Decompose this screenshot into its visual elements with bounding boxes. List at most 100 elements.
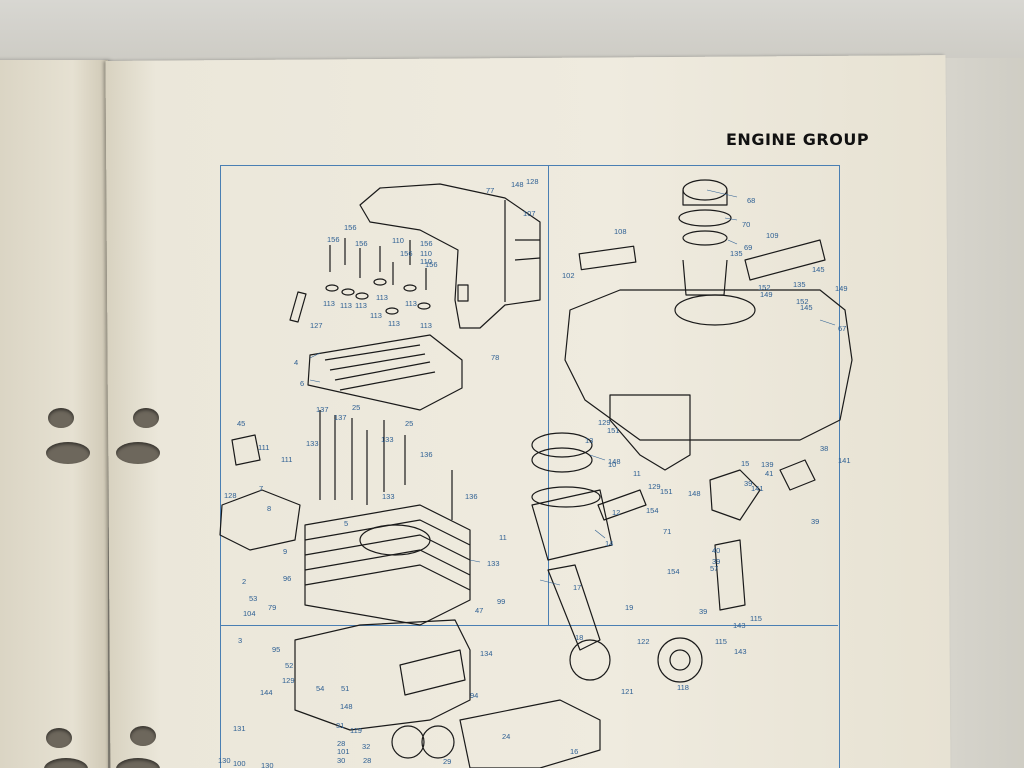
- part-callout-number: 113: [370, 311, 382, 320]
- fuel-tank: [564, 289, 853, 441]
- part-callout-number: 113: [376, 293, 388, 302]
- part-callout-number: 152: [796, 297, 809, 306]
- part-callout-number: 28: [337, 739, 346, 748]
- diagram-frame: [220, 165, 840, 768]
- part-callout-number: 136: [420, 450, 433, 459]
- honda-emblem: [744, 239, 826, 281]
- part-callout-number: 151: [607, 426, 620, 435]
- shroud-cover: [359, 183, 541, 329]
- part-callout-number: 41: [765, 469, 774, 478]
- part-callout-number: 18: [575, 633, 584, 642]
- spark-plug: [289, 291, 307, 323]
- part-callout-number: 113: [340, 301, 352, 310]
- part-callout-number: 15: [741, 459, 750, 468]
- part-callout-number: 47: [475, 606, 484, 615]
- part-callout-number: 156: [327, 235, 340, 244]
- background-surface-right: [940, 58, 1024, 768]
- part-callout-number: 128: [526, 177, 539, 186]
- part-callout-number: 154: [646, 506, 659, 515]
- washers: [325, 278, 431, 315]
- part-callout-number: 11: [633, 469, 641, 478]
- binder-hole: [133, 408, 159, 428]
- part-callout-number: 131: [233, 724, 246, 733]
- part-callout-number: 78: [491, 353, 500, 362]
- part-callout-number: 130: [261, 761, 274, 768]
- bearing: [657, 637, 703, 683]
- part-callout-number: 100: [233, 759, 246, 768]
- bolts-row: [329, 238, 427, 290]
- part-callout-number: 96: [283, 574, 292, 583]
- part-callout-number: 7: [259, 484, 264, 493]
- part-callout-number: 143: [734, 647, 747, 656]
- part-callout-number: 32: [362, 742, 371, 751]
- part-callout-number: 3: [238, 636, 243, 645]
- part-callout-number: 29: [443, 757, 452, 766]
- binder-hole: [116, 758, 160, 768]
- part-callout-number: 148: [340, 702, 353, 711]
- binder-hole: [46, 728, 72, 748]
- part-callout-number: 149: [760, 290, 773, 299]
- part-callout-number: 10: [608, 460, 617, 469]
- part-callout-number: 54: [316, 684, 325, 693]
- part-callout-number: 156: [355, 239, 368, 248]
- part-callout-number: 30: [337, 756, 346, 765]
- part-callout-number: 31: [336, 721, 345, 730]
- part-callout-number: 113: [355, 301, 367, 310]
- part-callout-number: 151: [660, 487, 673, 496]
- part-callout-number: 39: [712, 557, 721, 566]
- binder-hole: [116, 442, 160, 464]
- part-callout-number: 102: [562, 271, 575, 280]
- part-callout-number: 115: [750, 614, 762, 623]
- part-callout-number: 143: [733, 621, 746, 630]
- part-callout-number: 13: [585, 436, 594, 445]
- part-callout-number: 40: [712, 546, 721, 555]
- part-callout-number: 99: [497, 597, 506, 606]
- part-callout-number: 128: [224, 491, 237, 500]
- part-callout-number: 69: [744, 243, 753, 252]
- part-callout-number: 134: [480, 649, 493, 658]
- part-callout-number: 39: [744, 479, 753, 488]
- part-callout-number: 79: [268, 603, 277, 612]
- binder-hole: [48, 408, 74, 428]
- part-callout-number: 39: [699, 607, 708, 616]
- part-callout-number: 137: [316, 405, 329, 414]
- part-callout-number: 104: [243, 609, 256, 618]
- carburetor: [219, 489, 301, 551]
- part-callout-number: 113: [405, 299, 417, 308]
- part-callout-number: 129: [598, 418, 611, 427]
- part-callout-number: 148: [511, 180, 524, 189]
- part-callout-number: 135: [730, 249, 743, 258]
- part-callout-number: 115: [715, 637, 727, 646]
- part-callout-number: 133: [306, 439, 319, 448]
- fuel-valve: [709, 469, 761, 521]
- part-callout-number: 145: [800, 303, 813, 312]
- valves: [319, 410, 453, 520]
- part-callout-number: 113: [323, 299, 335, 308]
- part-callout-number: 16: [570, 747, 579, 756]
- diagram-divider-horizontal: [220, 625, 548, 626]
- part-callout-number: 113: [388, 319, 400, 328]
- part-callout-number: 137: [334, 413, 347, 422]
- diagram-divider-vertical: [548, 165, 549, 625]
- part-callout-number: 17: [573, 583, 582, 592]
- part-callout-number: 67: [838, 324, 847, 333]
- part-callout-number: 28: [363, 756, 372, 765]
- part-callout-number: 39: [811, 517, 820, 526]
- part-callout-number: 6: [300, 379, 305, 388]
- part-callout-number: 119: [350, 726, 362, 735]
- binder-hole: [44, 758, 88, 768]
- part-callout-number: 156: [344, 223, 357, 232]
- part-callout-number: 118: [677, 683, 689, 692]
- cylinder-head: [307, 334, 463, 411]
- part-callout-number: 14: [605, 539, 614, 548]
- part-callout-number: 133: [487, 559, 500, 568]
- part-callout-number: 107: [523, 209, 536, 218]
- part-callout-number: 141: [751, 484, 764, 493]
- cylinder-block: [304, 504, 471, 626]
- part-callout-number: 51: [341, 684, 350, 693]
- part-callout-number: 129: [282, 676, 295, 685]
- part-callout-number: 139: [761, 460, 774, 469]
- part-callout-number: 57: [710, 564, 719, 573]
